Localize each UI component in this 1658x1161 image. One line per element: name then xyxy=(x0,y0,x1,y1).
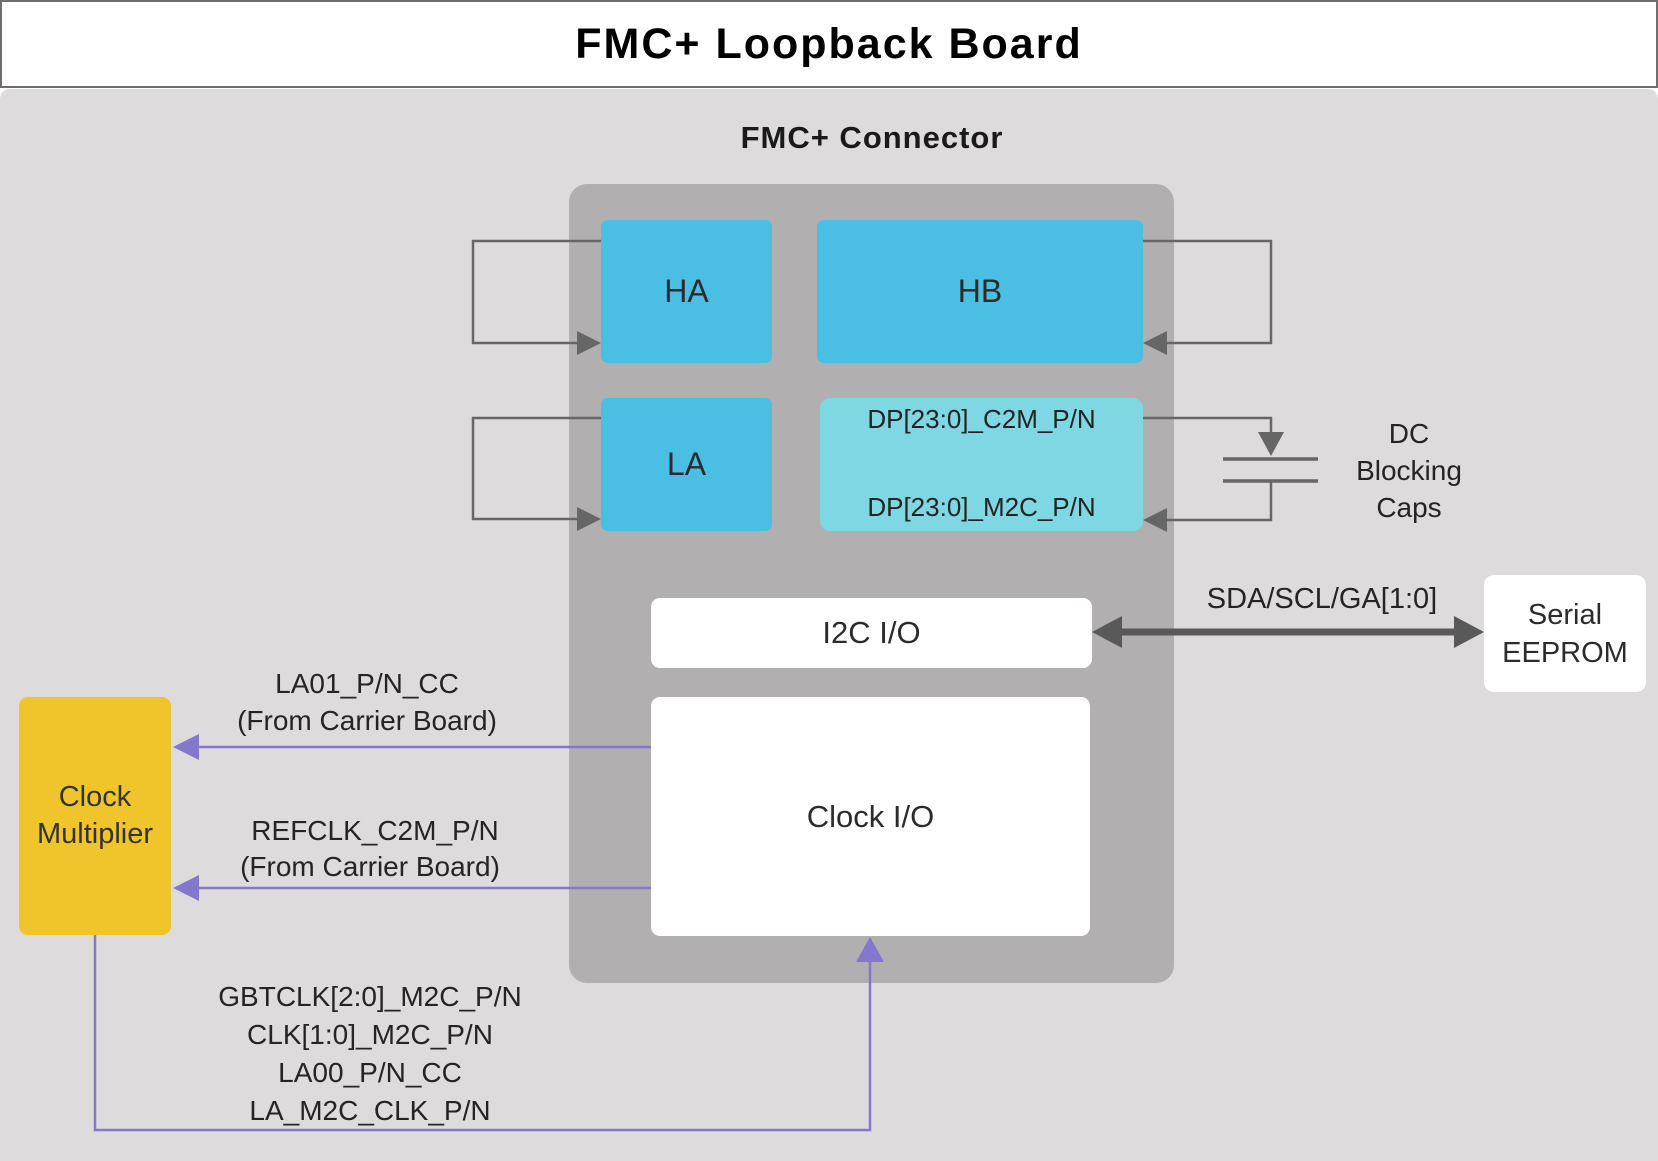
clock-multiplier-label-line1: Clock xyxy=(58,781,132,813)
dc-caps-line1: DC xyxy=(1388,418,1430,449)
clock-output-line4: LA_M2C_CLK_P/N xyxy=(249,1095,491,1126)
clock-output-line1: GBTCLK[2:0]_M2C_P/N xyxy=(218,981,522,1012)
serial-eeprom-box: Serial EEPROM xyxy=(1484,575,1646,692)
clock-io-box: Clock I/O xyxy=(651,697,1090,936)
fmc-connector-label: FMC+ Connector xyxy=(740,120,1004,155)
clock-io-label: Clock I/O xyxy=(806,798,935,834)
refclk-source-label: (From Carrier Board) xyxy=(240,851,500,882)
dc-caps-line2: Blocking xyxy=(1356,455,1462,486)
dp-m2c-label: DP[23:0]_M2C_P/N xyxy=(867,492,1096,522)
bank-ha-box: HA xyxy=(601,220,772,363)
la01-source-label: (From Carrier Board) xyxy=(237,705,497,736)
clock-output-line2: CLK[1:0]_M2C_P/N xyxy=(247,1019,493,1050)
serial-eeprom-label-line1: Serial xyxy=(1527,598,1603,631)
refclk-signal-label: REFCLK_C2M_P/N xyxy=(251,815,499,846)
clock-output-line3: LA00_P/N_CC xyxy=(278,1057,462,1088)
bank-la-box: LA xyxy=(601,398,772,531)
diagram-title-bar: FMC+ Loopback Board xyxy=(0,0,1658,88)
dc-caps-line3: Caps xyxy=(1376,492,1442,523)
sda-scl-ga-bus-label: SDA/SCL/GA[1:0] xyxy=(1206,583,1438,615)
serial-eeprom-label-line2: EEPROM xyxy=(1502,636,1628,669)
dp-lanes-box: DP[23:0]_C2M_P/N DP[23:0]_M2C_P/N xyxy=(820,398,1143,531)
i2c-io-label: I2C I/O xyxy=(822,615,921,650)
clock-multiplier-label-line2: Multiplier xyxy=(36,818,154,850)
clock-output-signals-label: GBTCLK[2:0]_M2C_P/N CLK[1:0]_M2C_P/N LA0… xyxy=(170,978,570,1130)
bank-hb-label: HB xyxy=(957,273,1003,309)
bank-la-label: LA xyxy=(666,446,707,482)
bank-ha-label: HA xyxy=(664,273,709,309)
bank-hb-box: HB xyxy=(817,220,1143,363)
clock-multiplier-box: Clock Multiplier xyxy=(19,697,171,935)
i2c-io-box: I2C I/O xyxy=(651,598,1092,668)
dc-blocking-caps-label: DC Blocking Caps xyxy=(1309,415,1509,526)
page-title: FMC+ Loopback Board xyxy=(575,19,1083,68)
la01-signal-label: LA01_P/N_CC xyxy=(275,668,459,699)
dp-c2m-label: DP[23:0]_C2M_P/N xyxy=(867,404,1096,434)
